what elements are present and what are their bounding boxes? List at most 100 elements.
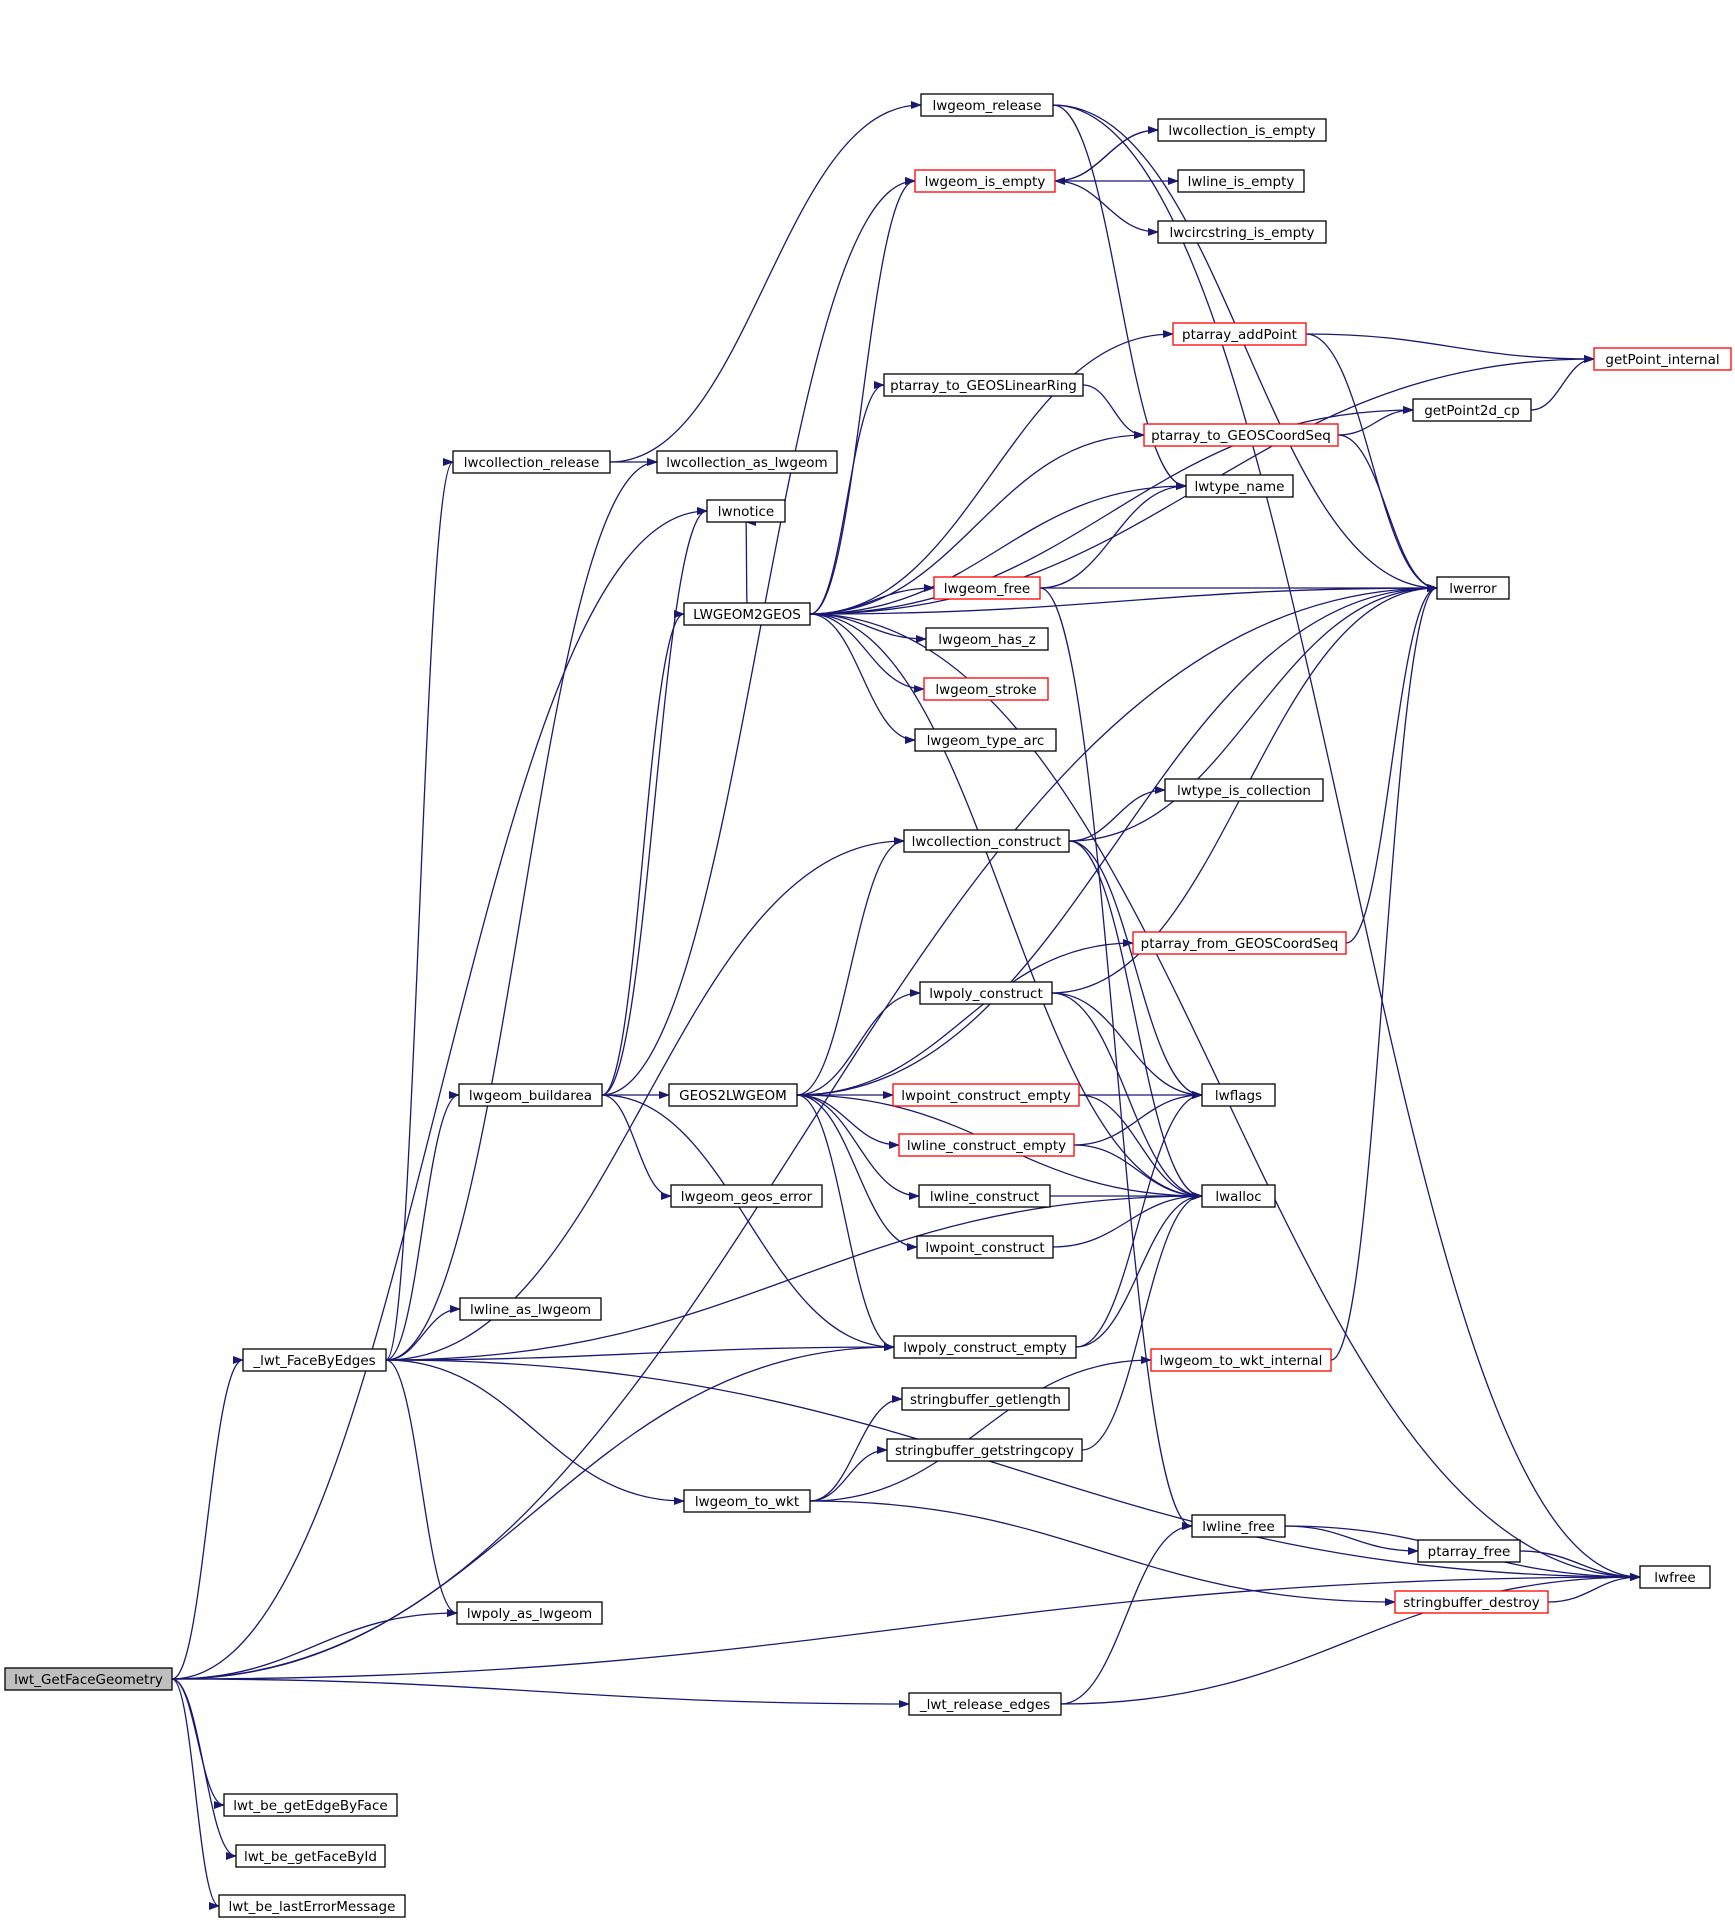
node-lwpoint-construct[interactable]: lwpoint_construct (916, 1235, 1054, 1259)
node-lwnotice[interactable]: lwnotice (706, 499, 786, 523)
edge-lwcollection_construct-to-lwerror (1068, 584, 1438, 842)
node-lwalloc[interactable]: lwalloc (1201, 1184, 1276, 1208)
node-box (223, 1793, 398, 1817)
node-stringbuffer-destroy[interactable]: stringbuffer_destroy (1394, 1590, 1549, 1614)
node-box (1132, 931, 1347, 955)
node-label: getPoint2d_cp (1424, 403, 1520, 419)
node-label: stringbuffer_getlength (910, 1392, 1061, 1408)
edge-lwgeom2geos-to-lwgeom_free (809, 584, 935, 615)
node-lwpoly-construct[interactable]: lwpoly_construct (919, 981, 1053, 1005)
node-label: lwgeom_stroke (935, 682, 1036, 698)
node-label: lwt_be_lastErrorMessage (229, 1899, 396, 1915)
node-label: LWGEOM2GEOS (693, 607, 801, 623)
node-label: lwtype_is_collection (1177, 783, 1311, 799)
edge-lwt_getfacegeometry-to-lwt_be_getedgebyface (171, 1678, 225, 1809)
node-lwerror[interactable]: lwerror (1436, 576, 1510, 600)
node-ptarray-free[interactable]: ptarray_free (1417, 1539, 1521, 1563)
node-lwfree[interactable]: lwfree (1639, 1565, 1711, 1589)
node-stringbuffer-getlength[interactable]: stringbuffer_getlength (901, 1387, 1070, 1411)
node-lwpoint-construct-empty[interactable]: lwpoint_construct_empty (892, 1083, 1080, 1107)
node-lwline-construct[interactable]: lwline_construct (918, 1184, 1051, 1208)
node-box (893, 1335, 1077, 1359)
node-lwgeom-to-wkt-internal[interactable]: lwgeom_to_wkt_internal (1150, 1348, 1332, 1372)
node-box (1436, 576, 1510, 600)
node-lwflags[interactable]: lwflags (1201, 1083, 1276, 1107)
edge-path (809, 1446, 888, 1502)
edge-path (171, 1609, 458, 1680)
node-lwcollection-construct[interactable]: lwcollection_construct (903, 829, 1070, 853)
node-box (459, 1297, 602, 1321)
node-lwline-free[interactable]: lwline_free (1191, 1514, 1286, 1538)
node-lwgeom2geos[interactable]: LWGEOM2GEOS (683, 602, 811, 626)
node-label: lwtype_name (1195, 479, 1285, 495)
node-getpoint2d-cp[interactable]: getPoint2d_cp (1412, 398, 1532, 422)
edge-path (1073, 1144, 1203, 1200)
node--lwt-facebyedges[interactable]: _lwt_FaceByEdges (242, 1348, 387, 1372)
node-lwt-be-lasterrormessage[interactable]: lwt_be_lastErrorMessage (218, 1894, 406, 1918)
node-lwline-is-empty[interactable]: lwline_is_empty (1177, 169, 1305, 193)
node-label: ptarray_addPoint (1182, 327, 1297, 343)
node-lwt-be-getfacebyid[interactable]: lwt_be_getFaceById (235, 1844, 386, 1868)
node-lwcollection-as-lwgeom[interactable]: lwcollection_as_lwgeom (656, 450, 838, 474)
node--lwt-release-edges[interactable]: _lwt_release_edges (908, 1692, 1062, 1716)
edge-lwt_getfacegeometry-to-lwfree (171, 1573, 1641, 1680)
node-lwgeom-release[interactable]: lwgeom_release (920, 93, 1054, 117)
node-ptarray-from-geoscoordseq[interactable]: ptarray_from_GEOSCoordSeq (1132, 931, 1347, 955)
node-getpoint-internal[interactable]: getPoint_internal (1593, 347, 1732, 371)
edge-path (809, 381, 885, 615)
node-lwcollection-is-empty[interactable]: lwcollection_is_empty (1157, 118, 1327, 142)
node-lwcollection-release[interactable]: lwcollection_release (452, 450, 611, 474)
node-lwgeom-geos-error[interactable]: lwgeom_geos_error (670, 1184, 823, 1208)
node-ptarray-addpoint[interactable]: ptarray_addPoint (1172, 322, 1307, 346)
node-lwt-be-getedgebyface[interactable]: lwt_be_getEdgeByFace (223, 1793, 398, 1817)
node-stringbuffer-getstringcopy[interactable]: stringbuffer_getstringcopy (886, 1438, 1083, 1462)
node-label: ptarray_to_GEOSCoordSeq (1151, 428, 1331, 444)
node-lwtype-is-collection[interactable]: lwtype_is_collection (1164, 778, 1324, 802)
node-lwgeom-stroke[interactable]: lwgeom_stroke (923, 677, 1049, 701)
node-box (1157, 220, 1327, 244)
node-lwline-construct-empty[interactable]: lwline_construct_empty (898, 1133, 1075, 1157)
node-lwcircstring-is-empty[interactable]: lwcircstring_is_empty (1157, 220, 1327, 244)
node-box (218, 1894, 406, 1918)
edge-path (1051, 992, 1203, 1099)
node-label: GEOS2LWGEOM (679, 1088, 787, 1104)
edge-path (171, 1356, 244, 1680)
edge-lwgeom_to_wkt-to-stringbuffer_destroy (809, 1500, 1396, 1606)
edge-lwline_construct_empty-to-lwflags (1073, 1091, 1203, 1146)
edge-path (385, 1359, 685, 1505)
node-lwline-as-lwgeom[interactable]: lwline_as_lwgeom (459, 1297, 602, 1321)
node-box (1164, 778, 1324, 802)
node-box (1394, 1590, 1549, 1614)
node-lwpoly-as-lwgeom[interactable]: lwpoly_as_lwgeom (456, 1601, 603, 1625)
node-lwt-getfacegeometry[interactable]: lwt_GetFaceGeometry (4, 1667, 173, 1691)
node-label: lwalloc (1215, 1189, 1261, 1205)
edge-lwgeom2geos-to-lwgeom_is_empty (809, 177, 916, 615)
edge-path (1082, 384, 1145, 439)
edge-lwpoly_construct_empty-to-lwalloc (1075, 1192, 1203, 1348)
node-label: lwline_construct (930, 1189, 1039, 1205)
edge-path (809, 482, 1187, 615)
node-geos2lwgeom[interactable]: GEOS2LWGEOM (668, 1083, 798, 1107)
node-label: lwfree (1654, 1570, 1695, 1586)
edge-path (171, 1678, 910, 1708)
node-box (886, 1438, 1083, 1462)
node-box (683, 602, 811, 626)
node-lwgeom-has-z[interactable]: lwgeom_has_z (925, 627, 1049, 651)
edge-lwgeom_buildarea-to-lwgeom2geos (601, 610, 685, 1096)
edge-ptarray_to_geoslinearring-to-ptarray_to_geoscoordseq (1082, 384, 1145, 439)
node-ptarray-to-geoslinearring[interactable]: ptarray_to_GEOSLinearRing (883, 373, 1084, 397)
edge-stringbuffer_destroy-to-lwfree (1547, 1573, 1641, 1603)
node-lwtype-name[interactable]: lwtype_name (1185, 474, 1294, 498)
edge-_lwt_facebyedges-to-lwline_as_lwgeom (385, 1305, 461, 1361)
node-lwgeom-to-wkt[interactable]: lwgeom_to_wkt (683, 1489, 811, 1513)
node-lwgeom-free[interactable]: lwgeom_free (933, 576, 1041, 600)
node-label: lwcollection_as_lwgeom (666, 455, 827, 471)
node-ptarray-to-geoscoordseq[interactable]: ptarray_to_GEOSCoordSeq (1143, 423, 1339, 447)
node-lwgeom-type-arc[interactable]: lwgeom_type_arc (914, 728, 1057, 752)
node-box (1201, 1083, 1276, 1107)
node-lwpoly-construct-empty[interactable]: lwpoly_construct_empty (893, 1335, 1077, 1359)
node-label: lwgeom_is_empty (925, 174, 1046, 190)
node-label: lwt_GetFaceGeometry (14, 1672, 163, 1688)
node-lwgeom-buildarea[interactable]: lwgeom_buildarea (458, 1083, 603, 1107)
node-lwgeom-is-empty[interactable]: lwgeom_is_empty (914, 169, 1056, 193)
